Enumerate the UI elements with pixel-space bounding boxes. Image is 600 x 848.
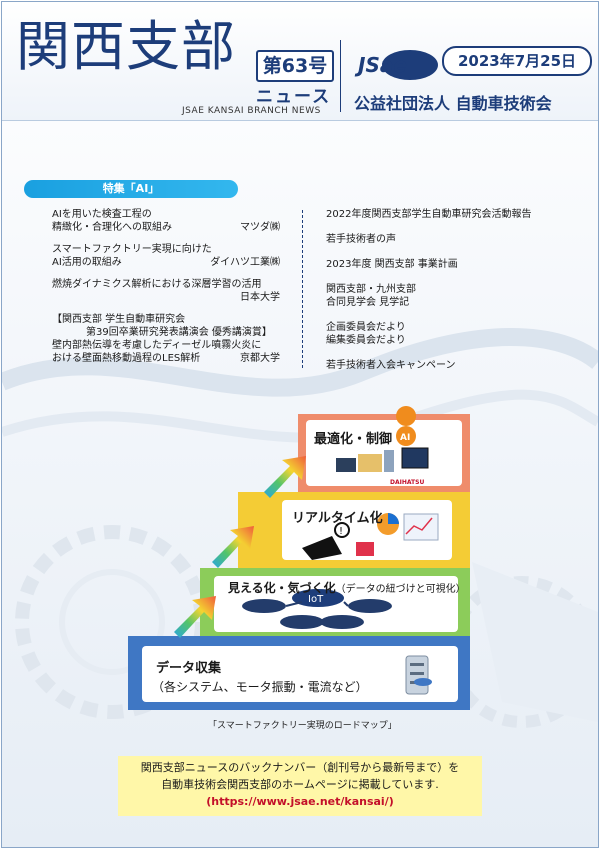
article-author: マツダ㈱ [240,222,280,233]
toc-line: 企画委員会だより [326,322,406,333]
jsae-logo: JSae [354,50,438,80]
daihatsu-brand: DAIHATSU [390,479,424,486]
toc-line: 関西支部・九州支部 [326,284,416,295]
article-title-line: スマートファクトリー実現に向けた [52,244,212,255]
toc-item: 2022年度関西支部学生自動車研究会活動報告 [326,209,532,220]
iot-label: IoT [308,594,324,605]
roadmap-caption: 「スマートファクトリー実現のロードマップ」 [208,721,397,731]
issue-subtitle: ニュース [256,87,332,107]
issue-date: 2023年7月25日 [442,46,592,76]
article-author: 京都大学 [240,353,280,364]
step3-label: リアルタイム化 [292,511,383,526]
step2-label: 見える化・気づく化（データの紐づけと可視化） [228,579,466,596]
toc-line: 合同見学会 見学記 [326,297,410,308]
header-divider [340,40,341,112]
masthead: 関西支部 第63号 ニュース JSAE KANSAI BRANCH NEWS J… [2,2,598,121]
organization-name: 公益社団法人 自動車技術会 [354,94,552,113]
toc-item: 関西支部・九州支部 合同見学会 見学記 [326,283,576,309]
iot-network-icon: IoT [242,589,392,629]
article-title-line: おける壁面熱移動過程のLES解析 [52,353,201,364]
article-author: ダイハツ工業㈱ [210,257,280,268]
ai-badge-icon: AI [396,406,417,446]
jsae-logo-text: JSae [354,53,407,77]
toc-item: 企画委員会だより 編集委員会だより [326,321,576,347]
svg-text:!: ! [339,526,343,537]
feature-label: 特集「AI」 [24,180,238,198]
arrow-up-right-icon [212,526,254,568]
article-title-line: 第39回卒業研究発表講演会 優秀講演賞】 [86,327,272,338]
realtime-monitor-icons: ! [302,513,439,560]
newsletter-title: 関西支部 [16,15,236,78]
arrow-up-right-icon [174,596,216,638]
article-title-line: 壁内部熱伝導を考慮したディーゼル噴霧火炎に [52,340,262,351]
toc-item: 若手技術者入会キャンペーン [326,360,456,371]
article-mazda: AIを用いた検査工程の 精緻化・合理化への取組み マツダ㈱ [52,208,280,234]
issue-number: 第63号 [256,50,334,82]
contents-left: AIを用いた検査工程の 精緻化・合理化への取組み マツダ㈱ スマートファクトリー… [52,208,280,374]
contents-right: 2022年度関西支部学生自動車研究会活動報告 若手技術者の声 2023年度 関西… [326,208,576,384]
english-title: JSAE KANSAI BRANCH NEWS [182,106,321,116]
step4-label: 最適化・制御 [314,432,393,447]
note-line: 自動車技術会関西支部のホームページに掲載しています. [161,778,439,791]
article-author: 日本大学 [240,292,280,303]
step2-subtitle: （データの紐づけと可視化） [335,584,466,595]
article-title-line: 【関西支部 学生自動車研究会 [52,314,186,325]
step2-title: 見える化・気づく化 [228,581,336,595]
step1-subtitle: （各システム、モータ振動・電流など） [152,680,368,694]
article-kyoto-univ: 【関西支部 学生自動車研究会 第39回卒業研究発表講演会 優秀講演賞】 壁内部熱… [52,313,280,365]
backnumber-note: 関西支部ニュースのバックナンバー（創刊号から最新号まで）を 自動車技術会関西支部… [118,756,482,816]
server-icon [405,655,432,695]
step1-label: データ収集 [156,661,222,676]
toc-item: 2023年度 関西支部 事業計画 [326,259,458,270]
article-nihon-univ: 燃焼ダイナミクス解析における深層学習の活用 日本大学 [52,278,280,304]
arrow-up-right-icon [264,456,306,498]
toc-item: 若手技術者の声 [326,234,396,245]
ai-badge-text: AI [400,433,410,443]
article-title-line: 燃焼ダイナミクス解析における深層学習の活用 [52,279,262,290]
note-line: 関西支部ニュースのバックナンバー（創刊号から最新号まで）を [140,761,460,774]
article-title-line: AI活用の取組み [52,257,122,268]
step1-box [142,646,458,702]
article-daihatsu: スマートファクトリー実現に向けた AI活用の取組み ダイハツ工業㈱ [52,243,280,269]
toc-line: 編集委員会だより [326,335,406,346]
kansai-website-link[interactable]: (https://www.jsae.net/kansai/) [206,795,394,808]
article-title-line: 精緻化・合理化への取組み [52,222,172,233]
article-title-line: AIを用いた検査工程の [52,209,152,220]
contents-divider [302,210,303,368]
factory-robot-icon [336,447,429,472]
